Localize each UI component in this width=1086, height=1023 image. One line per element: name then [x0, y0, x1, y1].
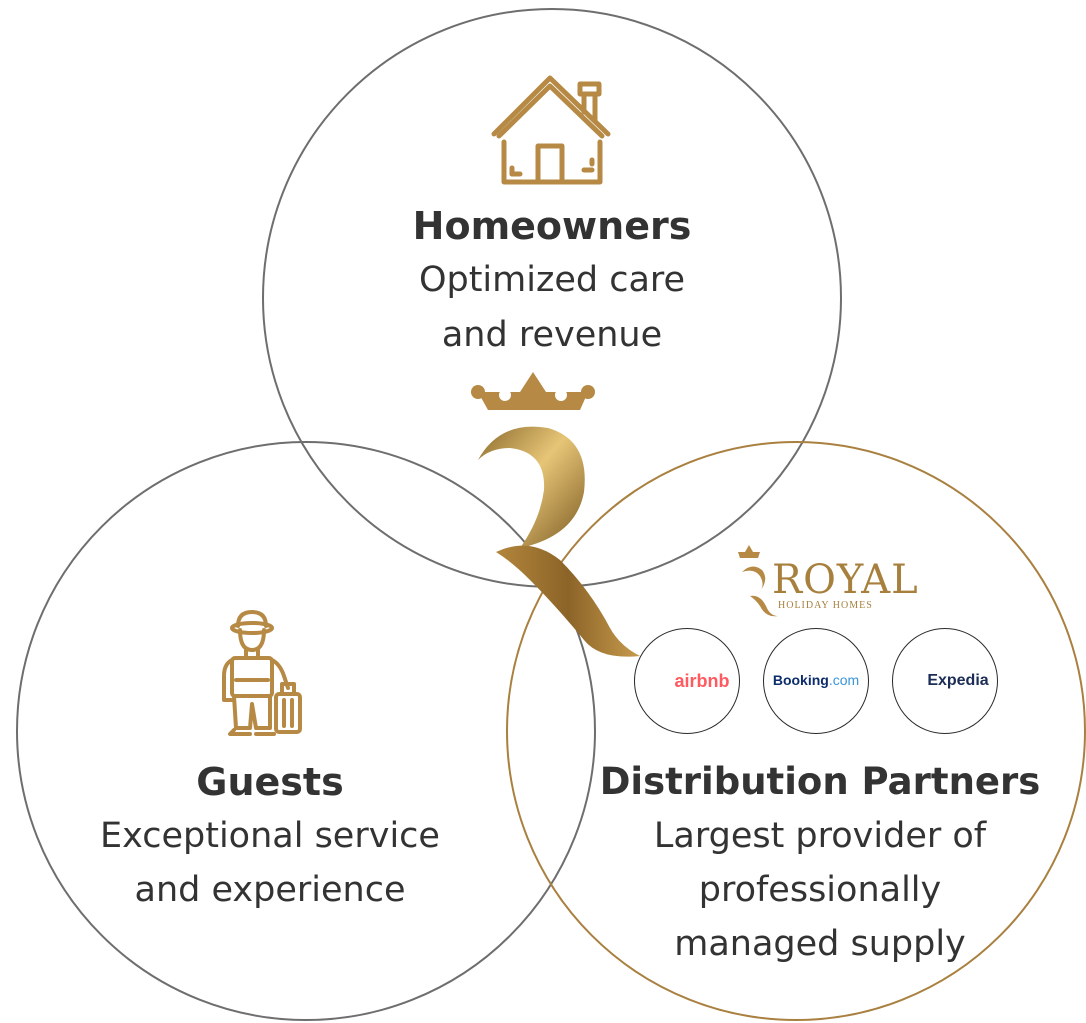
- booking-label: Booking.com: [773, 672, 859, 690]
- homeowners-line-2: and revenue: [441, 315, 663, 355]
- royal-logo-icon: [738, 545, 778, 617]
- booking-badge: Booking.com: [763, 628, 869, 734]
- homeowners-line-1: Optimized care: [418, 260, 686, 300]
- crowned-r-monogram-icon: [471, 372, 640, 657]
- homeowners-title: Homeowners: [412, 204, 692, 248]
- partners-line-1: Largest provider of: [653, 816, 987, 856]
- booking-label-main: Booking: [772, 672, 829, 688]
- house-icon: [491, 75, 611, 185]
- expedia-label: Expedia: [927, 672, 989, 689]
- royal-logo-subtitle: HOLIDAY HOMES: [778, 600, 873, 611]
- guests-title: Guests: [196, 760, 344, 804]
- booking-label-suffix: .com: [828, 672, 860, 688]
- guests-circle: [16, 441, 596, 1021]
- airbnb-label: airbnb: [674, 670, 730, 691]
- partners-line-2: professionally: [698, 870, 942, 910]
- traveler-with-luggage-icon: [222, 610, 302, 736]
- partners-circle: [506, 441, 1086, 1021]
- guests-line-2: and experience: [134, 870, 406, 910]
- guests-line-1: Exceptional service: [100, 816, 440, 856]
- partners-title: Distribution Partners: [599, 760, 1041, 803]
- partners-line-3: managed supply: [674, 924, 966, 964]
- airbnb-badge: airbnb: [634, 628, 740, 734]
- expedia-badge: Expedia: [892, 628, 998, 734]
- royal-logo-wordmark: ROYAL: [772, 557, 919, 603]
